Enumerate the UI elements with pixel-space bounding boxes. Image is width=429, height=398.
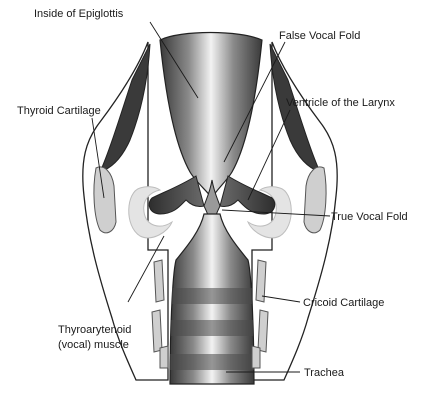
cricoid-cartilage-right-small (252, 346, 260, 368)
tracheal-ring (171, 320, 253, 336)
label-thyroarytenoid-line1: Thyroarytenoid (58, 324, 131, 336)
label-trachea: Trachea (304, 367, 345, 379)
laryngeal-vestibule (160, 33, 262, 199)
false-vocal-fold-right (220, 176, 275, 214)
label-cricoid-cartilage: Cricoid Cartilage (303, 297, 384, 309)
cricoid-cartilage-left-small (160, 346, 168, 368)
false-vocal-fold-left (149, 176, 204, 214)
label-inside-epiglottis: Inside of Epiglottis (34, 8, 124, 20)
cricoid-cartilage-left-lower (152, 310, 162, 352)
label-false-vocal-fold: False Vocal Fold (279, 30, 360, 42)
cricoid-cartilage-left (154, 260, 164, 302)
tracheal-ring (170, 354, 254, 370)
label-thyroarytenoid-line2: (vocal) muscle (58, 339, 129, 351)
label-ventricle: Ventricle of the Larynx (286, 97, 395, 109)
cricoid-cartilage-right-lower (258, 310, 268, 352)
cricoid-cartilage-right (256, 260, 266, 302)
tracheal-ring (172, 288, 252, 304)
label-true-vocal-fold: True Vocal Fold (331, 211, 408, 223)
label-thyroid-cartilage: Thyroid Cartilage (17, 105, 101, 117)
